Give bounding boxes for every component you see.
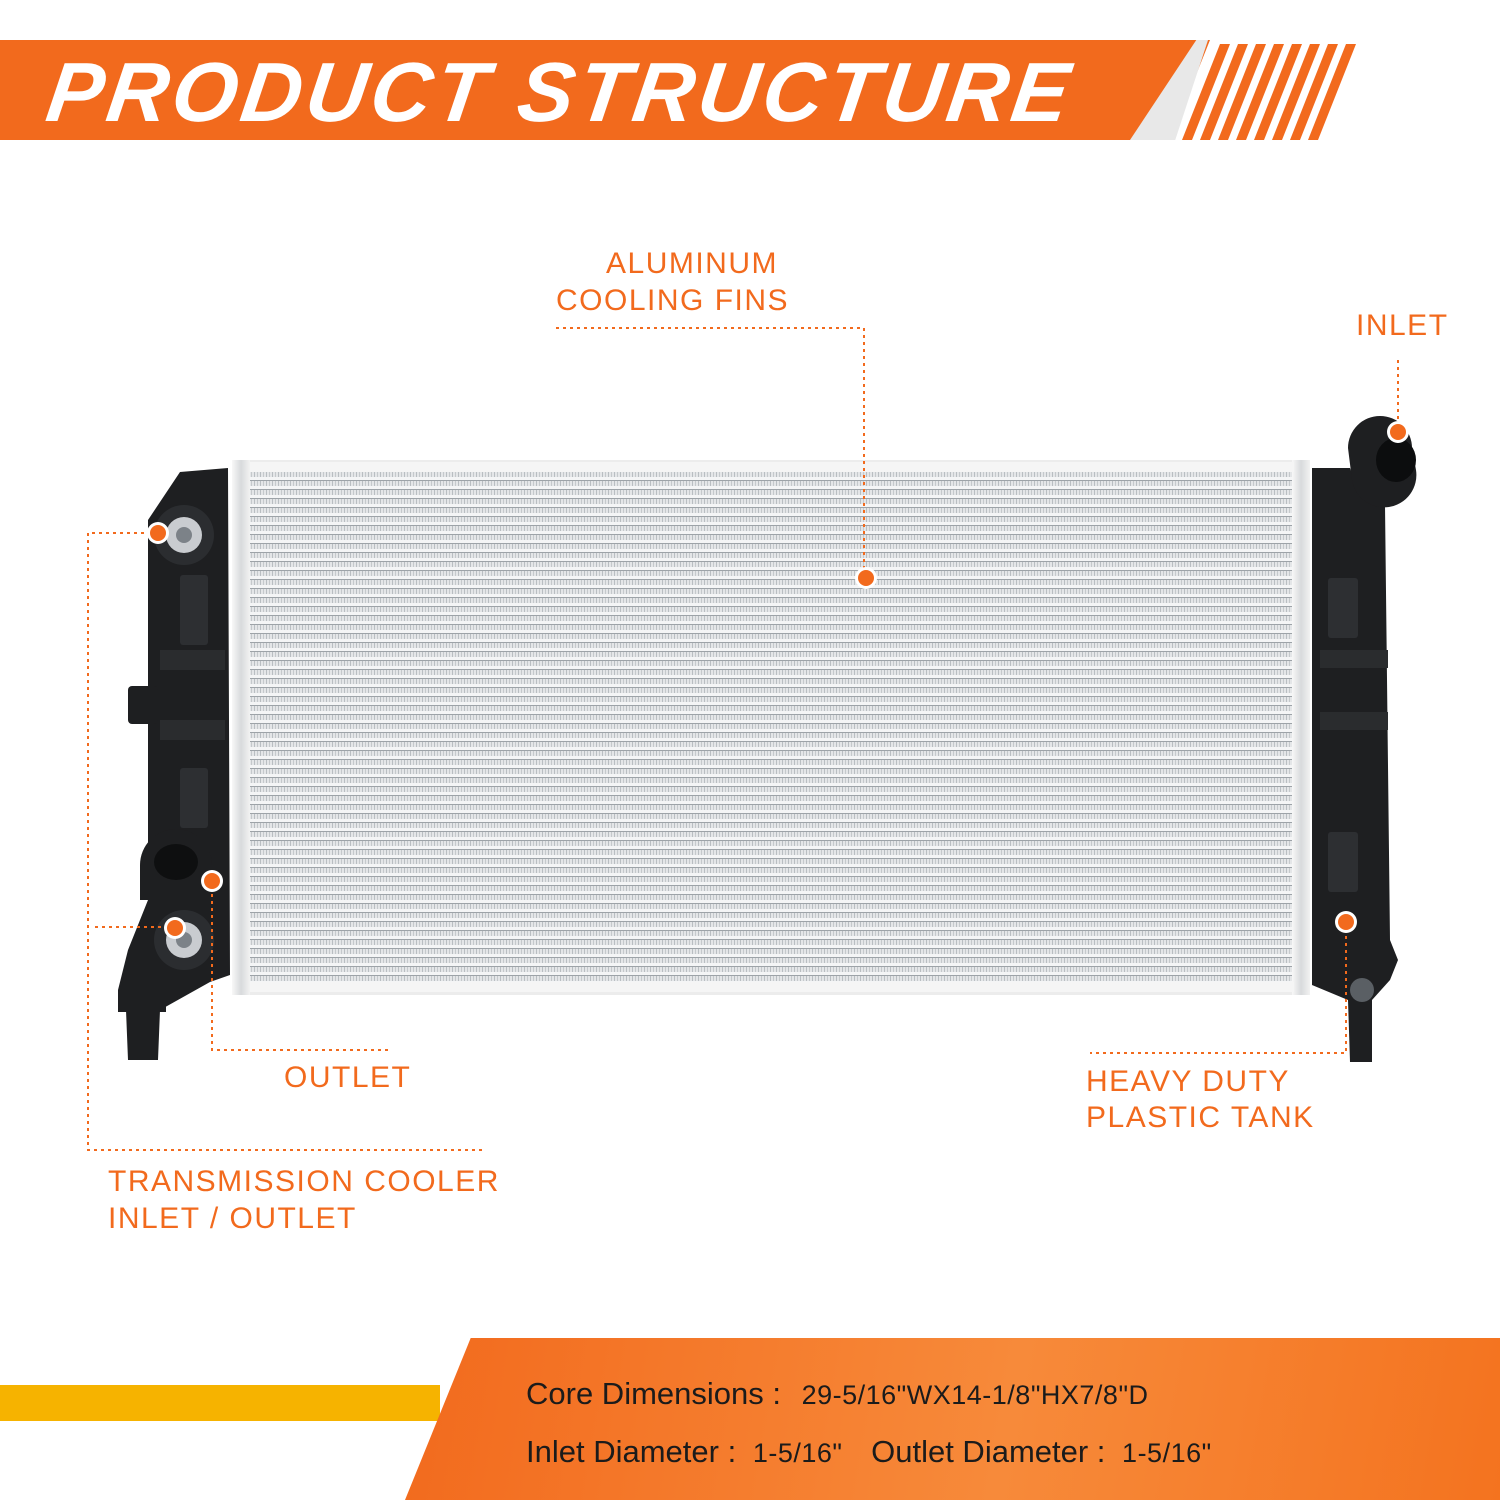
leader-outlet [211,880,392,1051]
header-stripes-decoration [1182,44,1356,140]
callout-tank-line1: HEAVY DUTY [1086,1065,1290,1098]
callout-dot-fins [858,570,874,586]
footer-accent-bar [0,1385,440,1421]
leader-lines [87,327,1399,1151]
callout-dot-outlet [204,873,220,889]
spec-core-row: Core Dimensions : 29-5/16"WX14-1/8"HX7/8… [526,1374,1149,1415]
callout-trans-line2: INLET / OUTLET [108,1202,357,1235]
callout-dot-trans-upper [150,525,166,541]
callout-fins-line1: ALUMINUM [606,247,779,280]
leader-fins [556,327,865,576]
spec-inlet-label: Inlet Diameter : [526,1434,737,1469]
spec-outlet-label: Outlet Diameter : [871,1434,1106,1469]
callout-dot-trans-lower [167,920,183,936]
spec-inlet-value: 1-5/16" [752,1438,843,1468]
callout-inlet: INLET [1356,309,1449,342]
leader-tank [1090,922,1347,1054]
spec-core-value: 29-5/16"WX14-1/8"HX7/8"D [801,1380,1149,1410]
spec-outlet-value: 1-5/16" [1122,1438,1212,1468]
callout-dot-tank [1338,914,1354,930]
header-banner [0,40,1210,140]
callout-tank-line2: PLASTIC TANK [1086,1101,1315,1134]
cooling-core [232,460,1310,995]
callout-fins-line2: COOLING FINS [556,284,790,317]
callout-dot-inlet [1390,424,1406,440]
callout-outlet: OUTLET [284,1061,412,1094]
right-plastic-tank [1312,416,1417,1062]
leader-trans [87,532,486,1151]
spec-core-label: Core Dimensions : [526,1376,781,1411]
spec-diameter-row: Inlet Diameter : 1-5/16" Outlet Diameter… [526,1432,1212,1473]
callout-trans-line1: TRANSMISSION COOLER [108,1165,500,1198]
left-plastic-tank [118,468,230,1060]
spec-panel [405,1338,1500,1500]
